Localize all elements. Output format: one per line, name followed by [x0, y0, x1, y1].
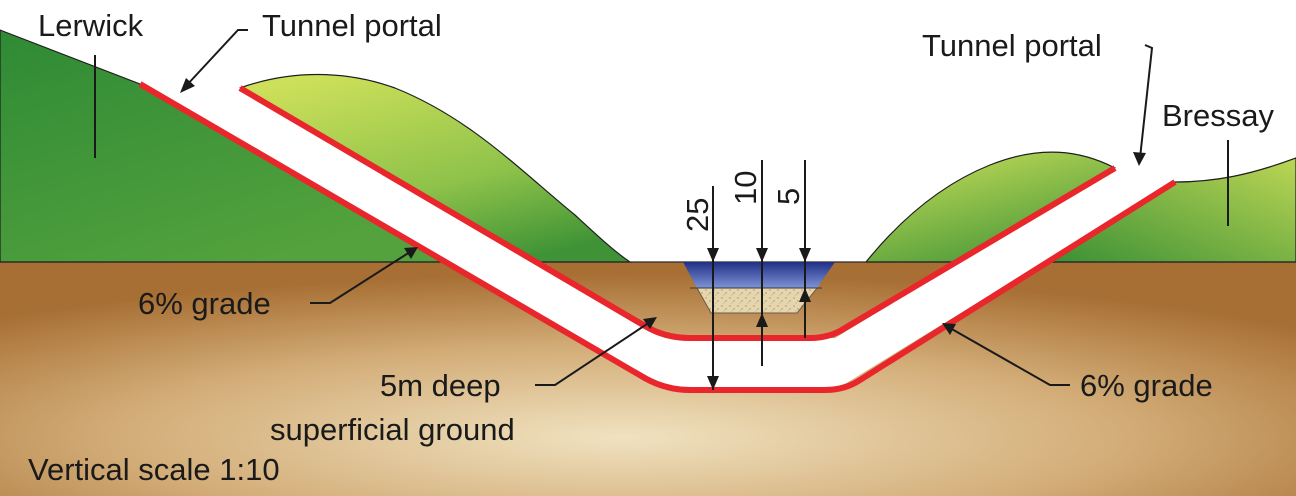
label-superficial-line2: superficial ground: [270, 412, 515, 447]
label-lerwick: Lerwick: [38, 8, 144, 43]
portal-right-leader: [1133, 44, 1154, 166]
dimension-label-25: 25: [680, 198, 715, 232]
label-grade-right: 6% grade: [1080, 368, 1213, 403]
label-grade-left: 6% grade: [138, 286, 271, 321]
dimension-25: [707, 186, 719, 390]
harbour-water: [683, 262, 835, 288]
label-vertical-scale: Vertical scale 1:10: [28, 452, 280, 487]
hill-central: [239, 73, 632, 263]
portal-left-leader: [180, 29, 248, 93]
hill-bressay: [1042, 157, 1296, 263]
tunnel-wall-lower: [138, 81, 1177, 393]
superficial-leader: [535, 317, 657, 386]
dimension-10: [756, 160, 768, 366]
grade-left-leader: [310, 247, 418, 304]
seabed-sediment: [696, 287, 819, 314]
label-tunnel-portal-right: Tunnel portal: [922, 28, 1102, 63]
tunnel-wall-upper: [238, 85, 1117, 341]
dimension-label-10: 10: [728, 171, 763, 205]
hill-right: [864, 151, 1117, 263]
tunnel-bore: [140, 84, 1175, 390]
label-superficial-line1: 5m deep: [380, 368, 501, 403]
dimension-label-5: 5: [771, 188, 806, 205]
label-bressay: Bressay: [1162, 98, 1274, 133]
grade-right-leader: [942, 323, 1070, 386]
label-tunnel-portal-left: Tunnel portal: [262, 8, 442, 43]
dimension-5: [799, 160, 811, 338]
